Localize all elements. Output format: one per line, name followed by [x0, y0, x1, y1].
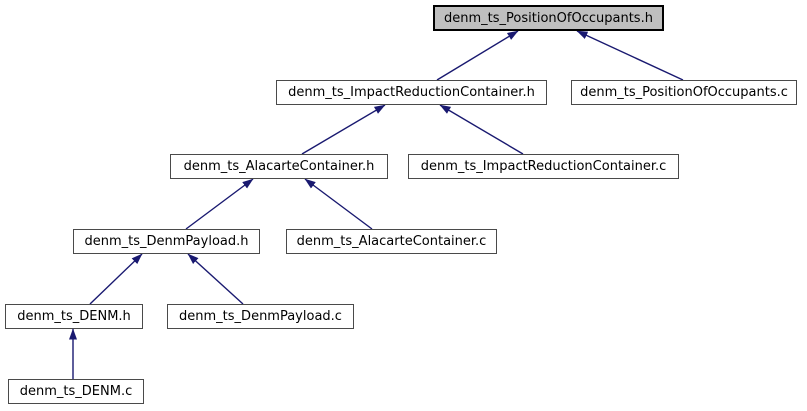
graph-node-pos_h: denm_ts_PositionOfOccupants.h: [433, 5, 664, 31]
graph-node-ala_h[interactable]: denm_ts_AlacarteContainer.h: [170, 154, 388, 179]
include-edge-imp_h-to-pos_h: [436, 30, 519, 81]
include-edge-pay_h-to-ala_h: [185, 178, 254, 230]
graph-node-imp_h[interactable]: denm_ts_ImpactReductionContainer.h: [276, 80, 547, 105]
graph-node-pay_h[interactable]: denm_ts_DenmPayload.h: [73, 229, 260, 254]
include-edge-ala_c-to-ala_h: [304, 178, 373, 230]
graph-node-denm_c[interactable]: denm_ts_DENM.c: [8, 379, 144, 404]
include-edge-pos_c-to-pos_h: [576, 30, 684, 81]
include-edge-imp_c-to-imp_h: [439, 104, 524, 155]
graph-node-denm_h[interactable]: denm_ts_DENM.h: [5, 304, 143, 329]
graph-node-ala_c[interactable]: denm_ts_AlacarteContainer.c: [286, 229, 497, 254]
include-edge-denm_h-to-pay_h: [89, 253, 143, 305]
include-edge-ala_h-to-imp_h: [301, 104, 386, 155]
graph-node-pos_c[interactable]: denm_ts_PositionOfOccupants.c: [571, 80, 797, 105]
graph-node-pay_c[interactable]: denm_ts_DenmPayload.c: [167, 304, 354, 329]
graph-node-imp_c[interactable]: denm_ts_ImpactReductionContainer.c: [408, 154, 679, 179]
include-edge-pay_c-to-pay_h: [187, 253, 244, 305]
